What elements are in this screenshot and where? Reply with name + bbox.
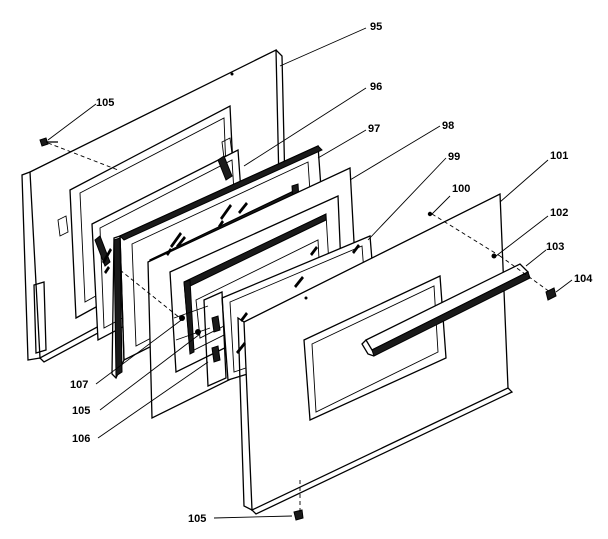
label-105-bottom: 105 [188,513,206,525]
label-97: 97 [368,123,380,135]
label-101: 101 [550,150,568,162]
label-104: 104 [574,273,593,285]
glass-reflection-marks [102,202,360,354]
screw-105-top [39,137,58,147]
label-98: 98 [442,120,454,132]
leader-lines [47,27,573,519]
label-100: 100 [452,183,470,195]
screw-105-mid [195,329,201,335]
screw-105-bottom [293,509,304,521]
label-103: 103 [546,241,564,253]
label-106: 106 [72,433,90,445]
label-99: 99 [448,151,460,163]
alignment-lines [47,142,551,512]
label-105-top: 105 [96,97,114,109]
label-105-mid: 105 [72,405,90,417]
label-96: 96 [370,81,382,93]
label-95: 95 [370,21,382,33]
bracket-106 [173,291,227,387]
label-107: 107 [70,379,88,391]
label-102: 102 [550,207,568,219]
door-handle-103 [361,263,531,357]
screw-107 [179,315,185,321]
